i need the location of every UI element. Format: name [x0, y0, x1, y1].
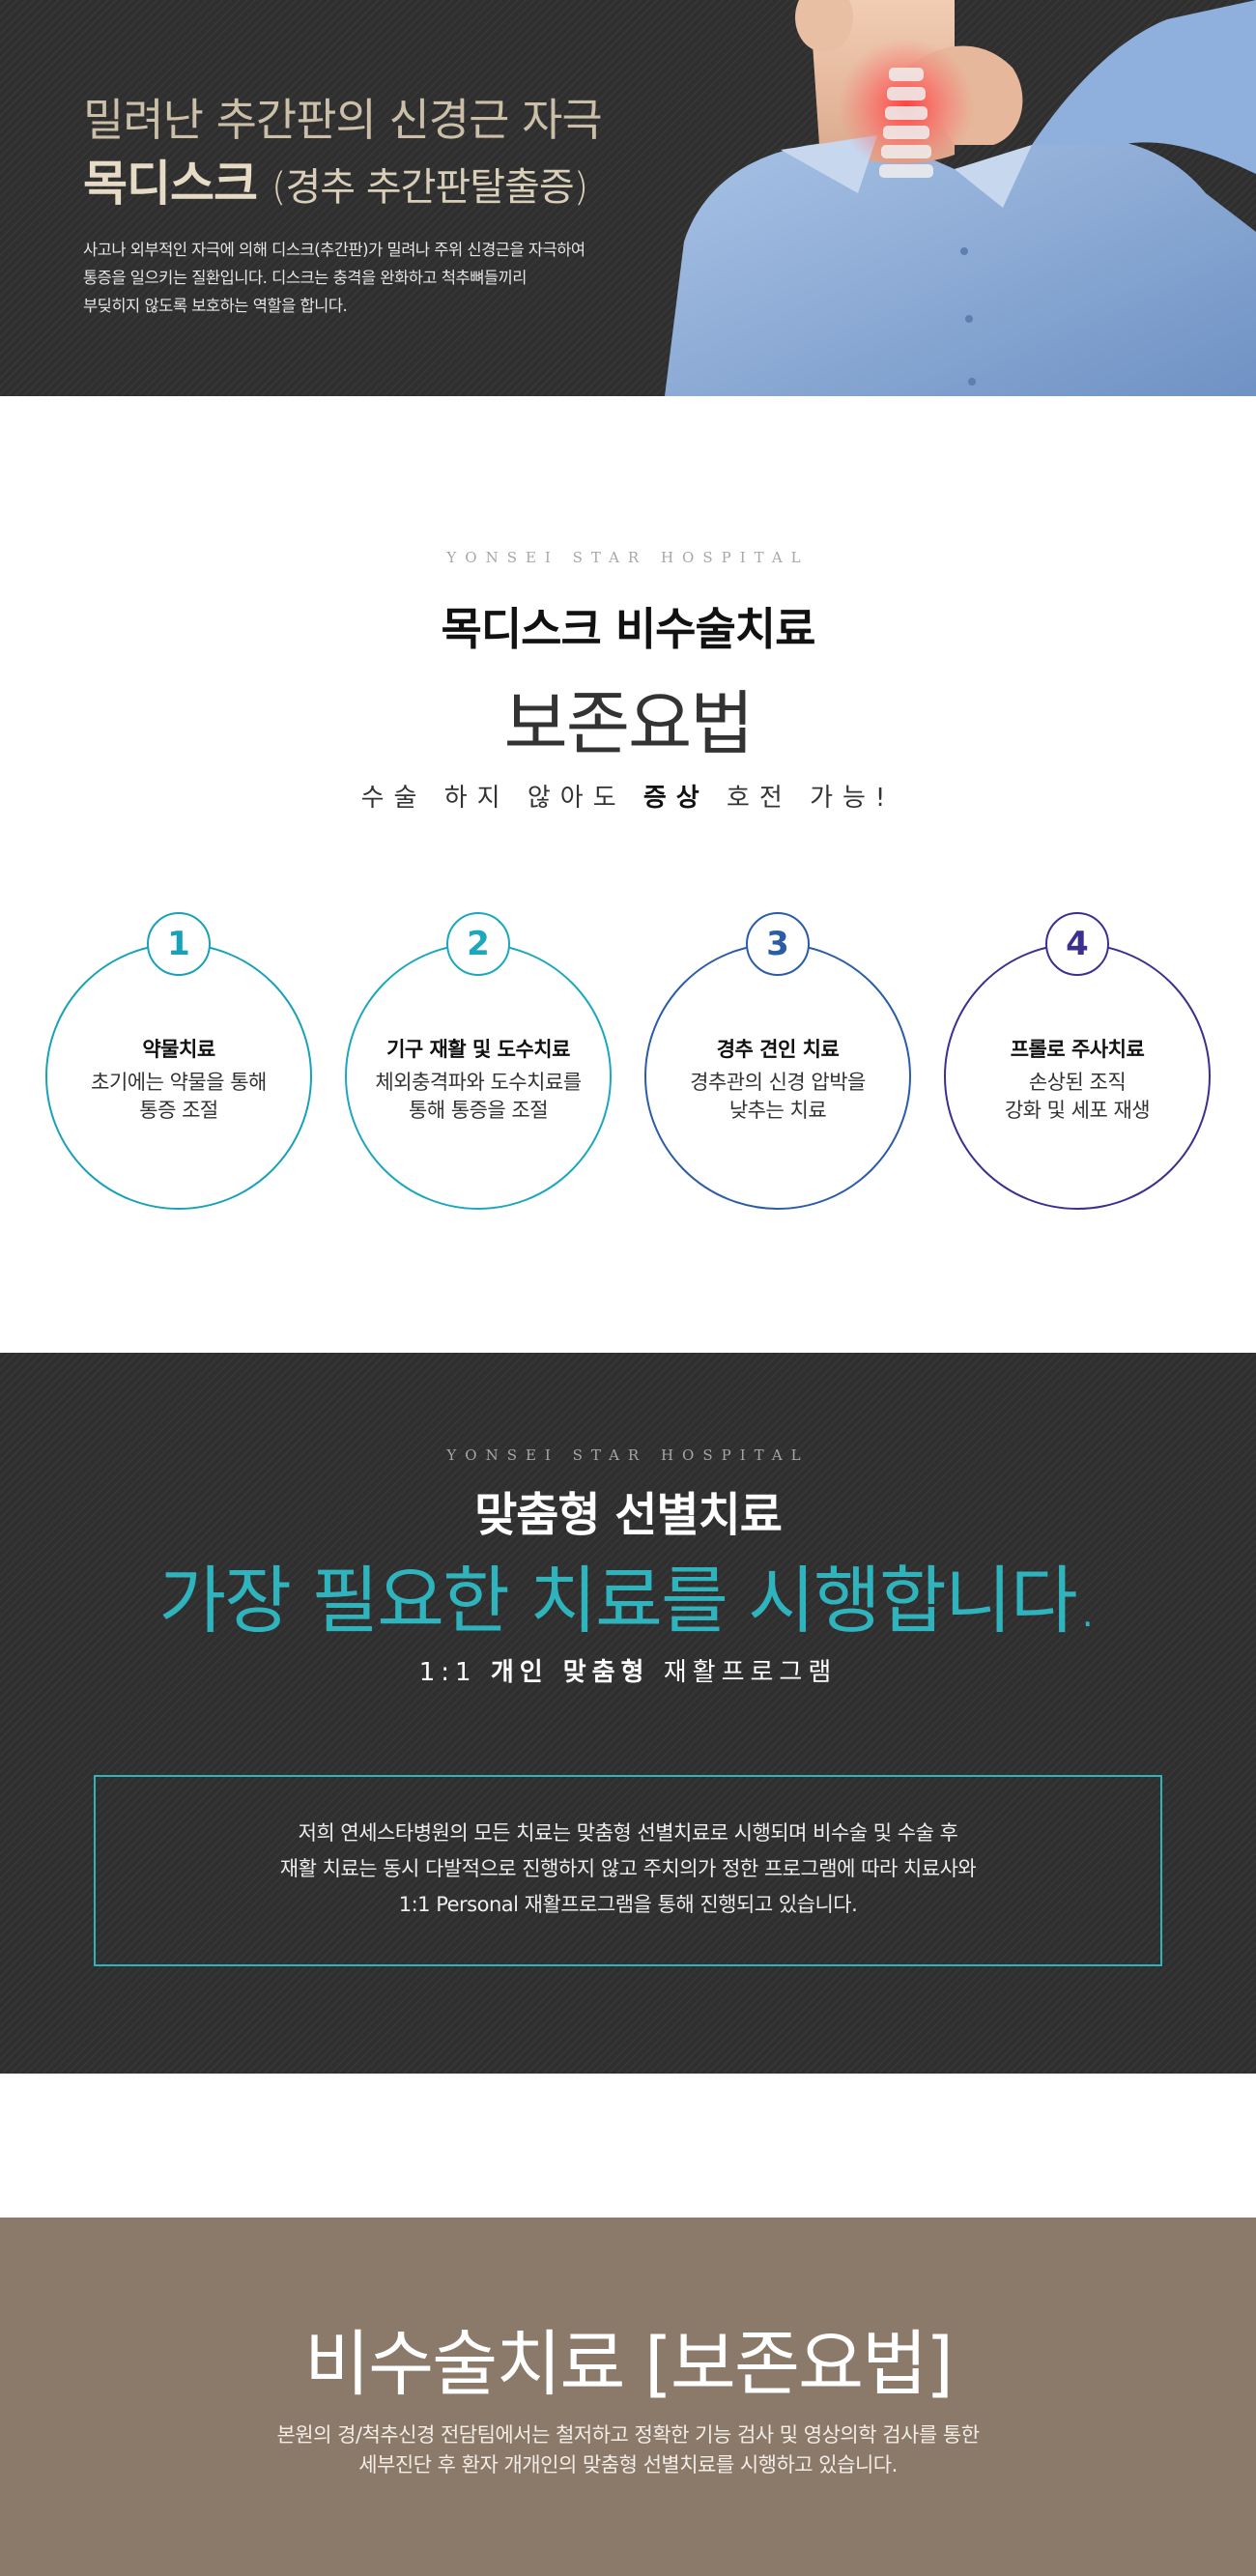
brand-label: YONSEI STAR HOSPITAL — [446, 549, 810, 566]
treatment-step-4: 4 프롤로 주사치료 손상된 조직 강화 및 세포 재생 — [944, 912, 1214, 1210]
hero-title-paren: (경추 추간판탈출증) — [271, 165, 588, 210]
tagline-bold: 개인 맞춤형 — [490, 1658, 650, 1687]
nonsurgical-section: 비수술치료 [보존요법] 본원의 경/척추신경 전담팀에서는 철저하고 정확한 … — [0, 2218, 1256, 2576]
step-desc-line: 경추관의 신경 압박을 — [690, 1071, 866, 1094]
hero-banner: 밀려난 추간판의 신경근 자극 목디스크 (경추 추간판탈출증) 사고나 외부적… — [0, 0, 1256, 396]
step-circle — [644, 943, 911, 1210]
hero-title: 목디스크 (경추 추간판탈출증) — [83, 145, 588, 215]
step-desc-line: 통증 조절 — [139, 1099, 218, 1122]
section-tagline: 수술 하지 않아도 증상 호전 가능! — [0, 778, 1256, 814]
step-number: 2 — [446, 912, 510, 976]
treatment-step-3: 3 경추 견인 치료 경추관의 신경 압박을 낮추는 치료 — [644, 912, 915, 1210]
desc-line: 본원의 경/척추신경 전담팀에서는 철저하고 정확한 기능 검사 및 영상의학 … — [276, 2423, 980, 2447]
info-line: 재활 치료는 동시 다발적으로 진행하지 않고 주치의가 정한 프로그램에 따라… — [279, 1857, 977, 1880]
info-line: 1:1 Personal 재활프로그램을 통해 진행되고 있습니다. — [398, 1893, 858, 1916]
custom-treatment-section: YONSEI STAR HOSPITAL 맞춤형 선별치료 가장 필요한 치료를… — [0, 1353, 1256, 2074]
info-box: 저희 연세스타병원의 모든 치료는 맞춤형 선별치료로 시행되며 비수술 및 수… — [94, 1775, 1162, 1966]
hero-title-bold: 목디스크 — [83, 156, 258, 212]
step-description: 경추관의 신경 압박을 낮추는 치료 — [644, 1069, 911, 1125]
tagline-post: 호전 가능! — [708, 784, 896, 813]
hero-desc-line: 사고나 외부적인 자극에 의해 디스크(추간판)가 밀려나 주위 신경근을 자극… — [83, 241, 585, 259]
step-desc-line: 초기에는 약물을 통해 — [91, 1071, 267, 1094]
tagline-post: 재활프로그램 — [649, 1658, 838, 1687]
section-title: 비수술치료 [보존요법] — [0, 2306, 1256, 2410]
tagline-pre: 수술 하지 않아도 — [360, 784, 643, 813]
step-number: 4 — [1045, 912, 1109, 976]
step-label: 경추 견인 치료 — [716, 1038, 840, 1061]
tagline-pre: 1:1 — [418, 1658, 491, 1687]
tagline-bold: 증상 — [642, 784, 709, 813]
step-description: 체외충격파와 도수치료를 통해 통증을 조절 — [345, 1069, 612, 1125]
step-desc-line: 체외충격파와 도수치료를 — [375, 1071, 582, 1094]
step-number: 1 — [147, 912, 211, 976]
title-thin: 비수술치료 — [304, 2323, 644, 2406]
brand-label: YONSEI STAR HOSPITAL — [446, 1446, 810, 1464]
section-headline: 보존요법 — [503, 683, 755, 764]
hero-desc-line: 통증을 일으키는 질환입니다. 디스크는 충격을 완화하고 척추뼈들끼리 — [83, 269, 527, 287]
step-desc-line: 통해 통증을 조절 — [408, 1099, 549, 1122]
step-circle — [944, 943, 1211, 1210]
step-circle — [345, 943, 612, 1210]
hero-description: 사고나 외부적인 자극에 의해 디스크(추간판)가 밀려나 주위 신경근을 자극… — [83, 236, 682, 320]
step-label: 약물치료 — [142, 1038, 215, 1061]
section-tagline: 1:1 개인 맞춤형 재활프로그램 — [0, 1652, 1256, 1688]
hero-desc-line: 부딪히지 않도록 보호하는 역할을 합니다. — [83, 297, 348, 315]
step-description: 초기에는 약물을 통해 통증 조절 — [45, 1069, 312, 1125]
section-title: 목디스크 비수술치료 — [441, 603, 816, 655]
section-description: 본원의 경/척추신경 전담팀에서는 철저하고 정확한 기능 검사 및 영상의학 … — [0, 2420, 1256, 2480]
hero-subtitle: 밀려난 추간판의 신경근 자극 — [83, 94, 603, 146]
step-desc-line: 강화 및 세포 재생 — [1004, 1099, 1151, 1122]
step-description: 손상된 조직 강화 및 세포 재생 — [944, 1069, 1211, 1125]
section-headline: 가장 필요한 치료를 시행합니다. — [158, 1558, 1099, 1644]
step-label: 기구 재활 및 도수치료 — [386, 1038, 570, 1061]
treatment-step-2: 2 기구 재활 및 도수치료 체외충격파와 도수치료를 통해 통증을 조절 — [345, 912, 615, 1210]
desc-line: 세부진단 후 환자 개개인의 맞춤형 선별치료를 시행하고 있습니다. — [358, 2453, 898, 2476]
step-circle — [45, 943, 312, 1210]
treatment-step-1: 1 약물치료 초기에는 약물을 통해 통증 조절 — [45, 912, 316, 1210]
info-line: 저희 연세스타병원의 모든 치료는 맞춤형 선별치료로 시행되며 비수술 및 수… — [298, 1821, 958, 1845]
section-title: 맞춤형 선별치료 — [474, 1488, 783, 1542]
neck-pain-photo — [665, 0, 1256, 396]
step-label: 프롤로 주사치료 — [1010, 1038, 1145, 1061]
step-desc-line: 낮추는 치료 — [728, 1099, 827, 1122]
step-number: 3 — [746, 912, 810, 976]
title-bold: [보존요법] — [643, 2323, 954, 2406]
step-desc-line: 손상된 조직 — [1028, 1071, 1127, 1094]
